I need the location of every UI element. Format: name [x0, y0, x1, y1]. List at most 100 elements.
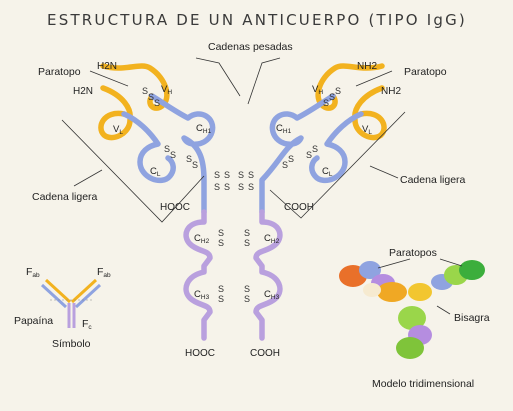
disulfide-bond-s: S	[164, 144, 170, 154]
label-bisagra: Bisagra	[454, 312, 490, 324]
bracket-light-right	[269, 111, 406, 219]
label-cadenas-pesadas: Cadenas pesadas	[208, 41, 293, 53]
model-blob	[377, 282, 407, 302]
disulfide-bond-s: S	[288, 154, 294, 164]
disulfide-bonds: S S S S S S S S S S S S S S S S S S S S …	[142, 86, 341, 304]
leader-paratopo-left	[89, 70, 129, 87]
disulfide-bond-s: S	[329, 92, 335, 102]
left-heavy-chain-variable	[100, 63, 170, 111]
label-paratopo-left: Paratopo	[38, 66, 81, 78]
label-papaina: Papaína	[14, 315, 53, 327]
amino-terminus-left-heavy: H2N	[97, 61, 117, 72]
disulfide-bond-s: S	[218, 228, 224, 238]
disulfide-bond-s: S	[238, 170, 244, 180]
right-heavy-chain-upper	[259, 93, 336, 215]
symbol-fab-right-outer	[70, 278, 98, 304]
disulfide-bond-s: S	[218, 238, 224, 248]
disulfide-bond-s: S	[335, 86, 341, 96]
bracket-light-left	[61, 119, 205, 223]
disulfide-bond-s: S	[214, 170, 220, 180]
left-heavy-chain-lower	[183, 209, 213, 341]
right-light-chain-variable	[352, 85, 387, 141]
right-light-chain-constant	[309, 111, 364, 184]
model-blob	[396, 337, 424, 359]
disulfide-bond-s: S	[224, 182, 230, 192]
leader-heavy-right	[247, 57, 281, 105]
domain-vl-right: VL	[362, 124, 372, 136]
domain-ch1-left: CH1	[196, 123, 212, 135]
symbol-fab-left-outer	[44, 278, 72, 304]
carboxyl-terminus-right-light: COOH	[284, 202, 314, 213]
label-paratopos: Paratopos	[389, 247, 437, 259]
label-fab-left: Fab	[26, 266, 40, 279]
symbol-fab-right-inner	[74, 283, 102, 309]
disulfide-bond-s: S	[170, 150, 176, 160]
leader-paratopos-right	[439, 258, 463, 267]
leader-paratopos-left	[377, 258, 411, 269]
model-blob	[359, 261, 381, 279]
antibody-symbol	[40, 278, 102, 328]
disulfide-bond-s: S	[312, 144, 318, 154]
disulfide-bond-s: S	[282, 160, 288, 170]
leader-light-right	[369, 165, 399, 179]
disulfide-bond-s: S	[148, 92, 154, 102]
amino-terminus-right-heavy: NH2	[357, 61, 377, 72]
carboxyl-terminus-right-heavy: COOH	[250, 348, 280, 359]
model-blob	[408, 283, 432, 301]
right-heavy-chain-variable	[315, 63, 385, 111]
model-blob	[459, 260, 485, 280]
label-paratopo-right: Paratopo	[404, 66, 447, 78]
disulfide-bond-s: S	[214, 182, 220, 192]
disulfide-bond-s: S	[244, 228, 250, 238]
left-heavy-chain-upper	[149, 93, 216, 215]
label-modelo-tridimensional: Modelo tridimensional	[372, 378, 474, 390]
disulfide-bond-s: S	[244, 294, 250, 304]
amino-terminus-right-light: NH2	[381, 86, 401, 97]
domain-cl-left: CL	[150, 166, 161, 178]
disulfide-bond-s: S	[306, 150, 312, 160]
disulfide-bond-s: S	[218, 284, 224, 294]
disulfide-bond-s: S	[142, 86, 148, 96]
right-heavy-chain-lower	[253, 209, 283, 341]
domain-labels: VH VL CH1 CL VH VL CH1 CL CH2 CH2 CH3 CH…	[113, 84, 372, 301]
symbol-fab-left-inner	[40, 283, 68, 309]
disulfide-bond-s: S	[218, 294, 224, 304]
domain-ch1-right: CH1	[276, 123, 292, 135]
domain-ch2-right: CH2	[264, 233, 280, 245]
amino-terminus-left-light: H2N	[73, 86, 93, 97]
leader-heavy-left	[195, 57, 241, 97]
domain-ch2-left: CH2	[194, 233, 210, 245]
disulfide-bond-s: S	[244, 238, 250, 248]
domain-ch3-right: CH3	[264, 289, 280, 301]
model-blob	[363, 283, 381, 297]
domain-cl-right: CL	[322, 166, 333, 178]
disulfide-bond-s: S	[154, 98, 160, 108]
leader-light-left	[73, 169, 103, 187]
label-cadena-ligera-right: Cadena ligera	[400, 174, 466, 186]
disulfide-bond-s: S	[238, 182, 244, 192]
disulfide-bond-s: S	[248, 170, 254, 180]
left-light-chain-variable	[98, 85, 133, 141]
label-simbolo: Símbolo	[52, 338, 91, 350]
label-fc: Fc	[82, 318, 92, 331]
disulfide-bond-s: S	[248, 182, 254, 192]
disulfide-bond-s: S	[186, 154, 192, 164]
disulfide-bond-s: S	[323, 98, 329, 108]
label-fab-right: Fab	[97, 266, 111, 279]
label-cadena-ligera-left: Cadena ligera	[32, 191, 98, 203]
leader-paratopo-right	[355, 70, 393, 87]
domain-vl-left: VL	[113, 124, 123, 136]
disulfide-bond-s: S	[224, 170, 230, 180]
domain-vh-right: VH	[312, 84, 323, 96]
three-dimensional-model	[339, 260, 485, 359]
disulfide-bond-s: S	[192, 160, 198, 170]
disulfide-bond-s: S	[244, 284, 250, 294]
domain-ch3-left: CH3	[194, 289, 210, 301]
left-light-chain-constant	[121, 111, 176, 184]
model-blob	[398, 306, 426, 330]
page-title: ESTRUCTURA DE UN ANTICUERPO (TIPO IgG)	[47, 11, 467, 29]
domain-vh-left: VH	[161, 84, 172, 96]
leader-bisagra	[436, 305, 451, 315]
